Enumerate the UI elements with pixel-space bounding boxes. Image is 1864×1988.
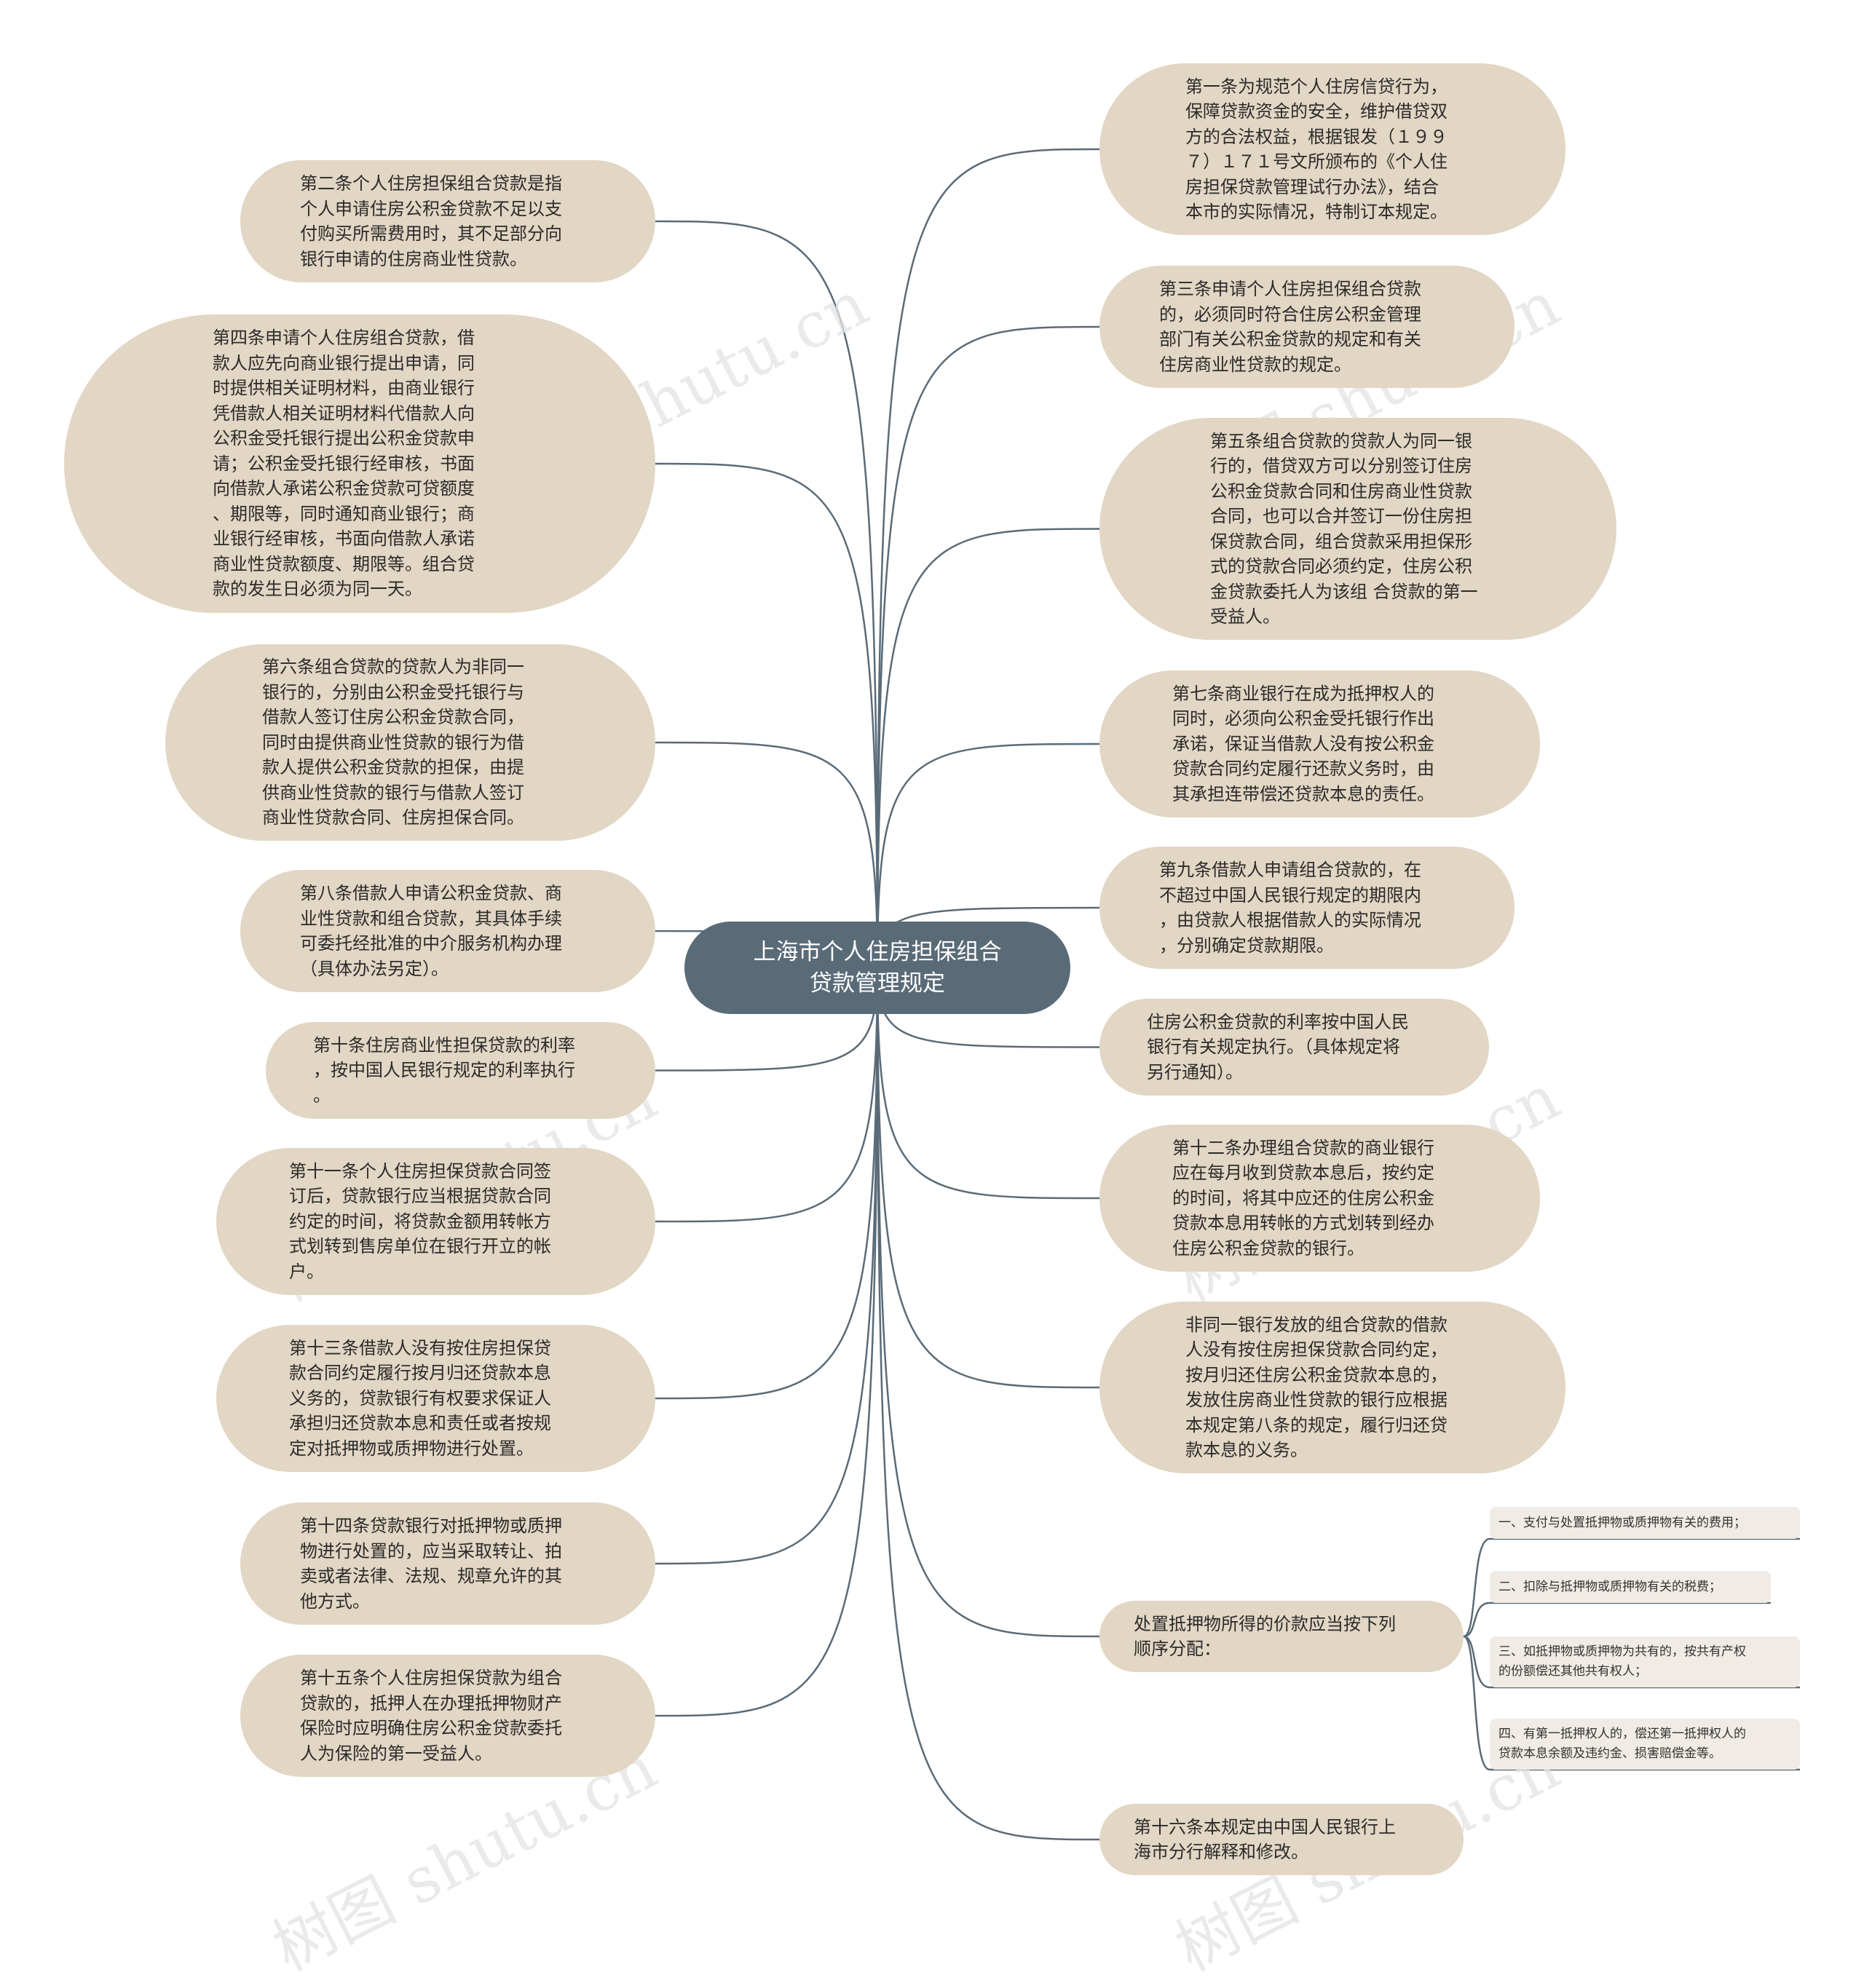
topic-label: 第三条申请个人住房担保组合贷款 的，必须同时符合住房公积金管理 部门有关公积金贷…: [1159, 279, 1421, 375]
topic-label: 第十六条本规定由中国人民银行上 海市分行解释和修改。: [1134, 1816, 1396, 1863]
topic-label: 第十二条办理组合贷款的商业银行 应在每月收到贷款本息后，按约定 的时间，将其中应…: [1172, 1137, 1434, 1259]
topic-article-8[interactable]: 第八条借款人申请公积金贷款、商 业性贷款和组合贷款，其具体手续 可委托经批准的中…: [240, 870, 655, 992]
topic-label: 第十三条借款人没有按住房担保贷 款合同约定履行按月归还贷款本息 义务的，贷款银行…: [289, 1337, 551, 1459]
subtopic-expenses[interactable]: 一、支付与处置抵押物或质押物有关的费用；: [1490, 1507, 1800, 1539]
topic-article-2[interactable]: 第二条个人住房担保组合贷款是指 个人申请住房公积金贷款不足以支 付购买所需费用时…: [240, 160, 655, 282]
subtopic-label: 三、如抵押物或质押物为共有的，按共有产权 的份额偿还其他共有权人；: [1498, 1644, 1746, 1679]
topic-article-10[interactable]: 第十条住房商业性担保贷款的利率 ，按中国人民银行规定的利率执行 。: [266, 1022, 655, 1119]
topic-article-7[interactable]: 第七条商业银行在成为抵押权人的 同时，必须向公积金受托银行作出 承诺，保证当借款…: [1099, 670, 1540, 817]
topic-article-6[interactable]: 第六条组合贷款的贷款人为非同一 银行的，分别由公积金受托银行与 借款人签订住房公…: [165, 644, 655, 841]
topic-label: 第二条个人住房担保组合贷款是指 个人申请住房公积金贷款不足以支 付购买所需费用时…: [300, 173, 562, 269]
connector-left: [655, 967, 879, 1223]
topic-label: 住房公积金贷款的利率按中国人民 银行有关规定执行。（具体规定将 另行通知）。: [1147, 1011, 1409, 1082]
subtopic-label: 一、支付与处置抵押物或质押物有关的费用；: [1498, 1515, 1746, 1530]
topic-article-9[interactable]: 第九条借款人申请组合贷款的，在 不超过中国人民银行规定的期限内 ，由贷款人根据借…: [1099, 847, 1514, 969]
connector-sub: [1463, 1537, 1490, 1638]
connector-left: [655, 220, 879, 969]
topic-label: 第十一条个人住房担保贷款合同签 订后，贷款银行应当根据贷款合同 约定的时间，将贷…: [289, 1160, 551, 1282]
connector-lines: [655, 148, 1800, 1841]
subtopic-label: 二、扣除与抵押物或质押物有关的税费；: [1498, 1579, 1721, 1594]
topic-article-15[interactable]: 第十五条个人住房担保贷款为组合 贷款的，抵押人在办理抵押物财产 保险时应明确住房…: [240, 1655, 655, 1777]
topic-article-12[interactable]: 第十二条办理组合贷款的商业银行 应在每月收到贷款本息后，按约定 的时间，将其中应…: [1099, 1125, 1540, 1272]
subtopic-co-owners[interactable]: 三、如抵押物或质押物为共有的，按共有产权 的份额偿还其他共有权人；: [1490, 1636, 1800, 1687]
topic-label: 第九条借款人申请组合贷款的，在 不超过中国人民银行规定的期限内 ，由贷款人根据借…: [1159, 860, 1421, 956]
topic-article-1[interactable]: 第一条为规范个人住房信贷行为， 保障贷款资金的安全，维护借贷双 方的合法权益，根…: [1099, 63, 1565, 235]
topic-article-3[interactable]: 第三条申请个人住房担保组合贷款 的，必须同时符合住房公积金管理 部门有关公积金贷…: [1099, 266, 1514, 388]
connector-right: [876, 148, 1100, 969]
connector-right: [876, 967, 1100, 1389]
root-topic-label: 上海市个人住房担保组合 贷款管理规定: [753, 938, 1002, 997]
connector-left: [655, 462, 879, 969]
subtopic-label: 四、有第一抵押权人的，偿还第一抵押权人的 贷款本息余额及违约金、损害赔偿金等。: [1498, 1727, 1746, 1761]
connector-right: [876, 967, 1100, 1638]
connector-right: [876, 528, 1100, 969]
connector-sub: [1463, 1601, 1490, 1638]
connector-left: [655, 967, 879, 1717]
connector-left: [655, 741, 879, 969]
connector-right: [876, 967, 1100, 1200]
topic-non-same-bank[interactable]: 非同一银行发放的组合贷款的借款 人没有按住房担保贷款合同约定， 按月归还住房公积…: [1099, 1302, 1565, 1473]
topic-article-16[interactable]: 第十六条本规定由中国人民银行上 海市分行解释和修改。: [1099, 1804, 1464, 1875]
subtopic-taxes[interactable]: 二、扣除与抵押物或质押物有关的税费；: [1490, 1571, 1771, 1603]
topic-article-13[interactable]: 第十三条借款人没有按住房担保贷 款合同约定履行按月归还贷款本息 义务的，贷款银行…: [216, 1325, 655, 1472]
connector-right: [876, 325, 1100, 969]
topic-label: 非同一银行发放的组合贷款的借款 人没有按住房担保贷款合同约定， 按月归还住房公积…: [1185, 1314, 1448, 1461]
topic-label: 第一条为规范个人住房信贷行为， 保障贷款资金的安全，维护借贷双 方的合法权益，根…: [1185, 76, 1448, 223]
topic-label: 第四条申请个人住房组合贷款，借 款人应先向商业银行提出申请，同 时提供相关证明材…: [213, 328, 475, 600]
topic-label: 第六条组合贷款的贷款人为非同一 银行的，分别由公积金受托银行与 借款人签订住房公…: [262, 657, 524, 828]
topic-label: 处置抵押物所得的价款应当按下列 顺序分配：: [1134, 1613, 1396, 1660]
topic-label: 第七条商业银行在成为抵押权人的 同时，必须向公积金受托银行作出 承诺，保证当借款…: [1172, 683, 1434, 804]
root-topic[interactable]: 上海市个人住房担保组合 贷款管理规定: [684, 922, 1070, 1014]
topic-article-14[interactable]: 第十四条贷款银行对抵押物或质押 物进行处置的，应当采取转让、拍 卖或者法律、法规…: [240, 1502, 655, 1625]
topic-label: 第十四条贷款银行对抵押物或质押 物进行处置的，应当采取转让、拍 卖或者法律、法规…: [300, 1516, 562, 1612]
connector-left: [655, 967, 879, 1565]
topic-label: 第十条住房商业性担保贷款的利率 ，按中国人民银行规定的利率执行 。: [313, 1034, 575, 1106]
topic-label: 第八条借款人申请公积金贷款、商 业性贷款和组合贷款，其具体手续 可委托经批准的中…: [300, 883, 562, 979]
topic-label: 第五条组合贷款的贷款人为同一银 行的，借贷双方可以分别签订住房 公积金贷款合同和…: [1210, 430, 1478, 627]
topic-disposal-order[interactable]: 处置抵押物所得的价款应当按下列 顺序分配：: [1099, 1601, 1464, 1672]
topic-label: 第十五条个人住房担保贷款为组合 贷款的，抵押人在办理抵押物财产 保险时应明确住房…: [300, 1668, 562, 1764]
connector-sub: [1463, 1635, 1490, 1689]
topic-article-5[interactable]: 第五条组合贷款的贷款人为同一银 行的，借贷双方可以分别签订住房 公积金贷款合同和…: [1099, 418, 1616, 640]
topic-article-11[interactable]: 第十一条个人住房担保贷款合同签 订后，贷款银行应当根据贷款合同 约定的时间，将贷…: [216, 1148, 655, 1295]
connector-right: [876, 742, 1100, 969]
connector-sub: [1463, 1635, 1490, 1771]
connector-right: [876, 967, 1100, 1841]
subtopic-first-mortgagee[interactable]: 四、有第一抵押权人的，偿还第一抵押权人的 贷款本息余额及违约金、损害赔偿金等。: [1490, 1719, 1800, 1770]
connector-left: [655, 967, 879, 1400]
topic-interest-rate[interactable]: 住房公积金贷款的利率按中国人民 银行有关规定执行。（具体规定将 另行通知）。: [1099, 999, 1489, 1096]
topic-article-4[interactable]: 第四条申请个人住房组合贷款，借 款人应先向商业银行提出申请，同 时提供相关证明材…: [64, 314, 655, 613]
